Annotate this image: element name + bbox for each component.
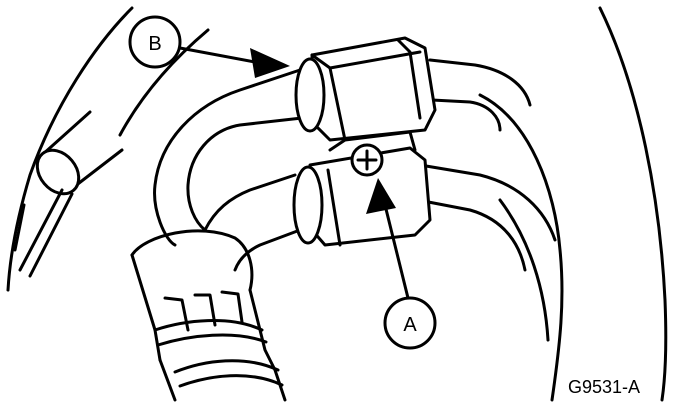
callout-a-leader bbox=[383, 203, 410, 300]
callout-a: A bbox=[383, 296, 437, 350]
lower-tube bbox=[203, 163, 557, 272]
small-pipe bbox=[18, 110, 124, 278]
callout-a-label: A bbox=[403, 314, 417, 336]
clamp-upper bbox=[294, 36, 437, 142]
callout-b: B bbox=[128, 15, 182, 69]
hose-assembly bbox=[130, 229, 287, 402]
background-panel bbox=[6, 6, 210, 292]
body-panel-right bbox=[478, 6, 668, 402]
screw bbox=[350, 143, 384, 177]
clamp-lower bbox=[292, 130, 432, 247]
upper-tube bbox=[153, 58, 532, 247]
figure-id: G9531-A bbox=[568, 377, 640, 397]
callout-b-leader bbox=[178, 46, 257, 64]
arrow-b bbox=[250, 48, 290, 78]
callout-b-label: B bbox=[148, 33, 161, 55]
arrow-a bbox=[366, 178, 396, 214]
